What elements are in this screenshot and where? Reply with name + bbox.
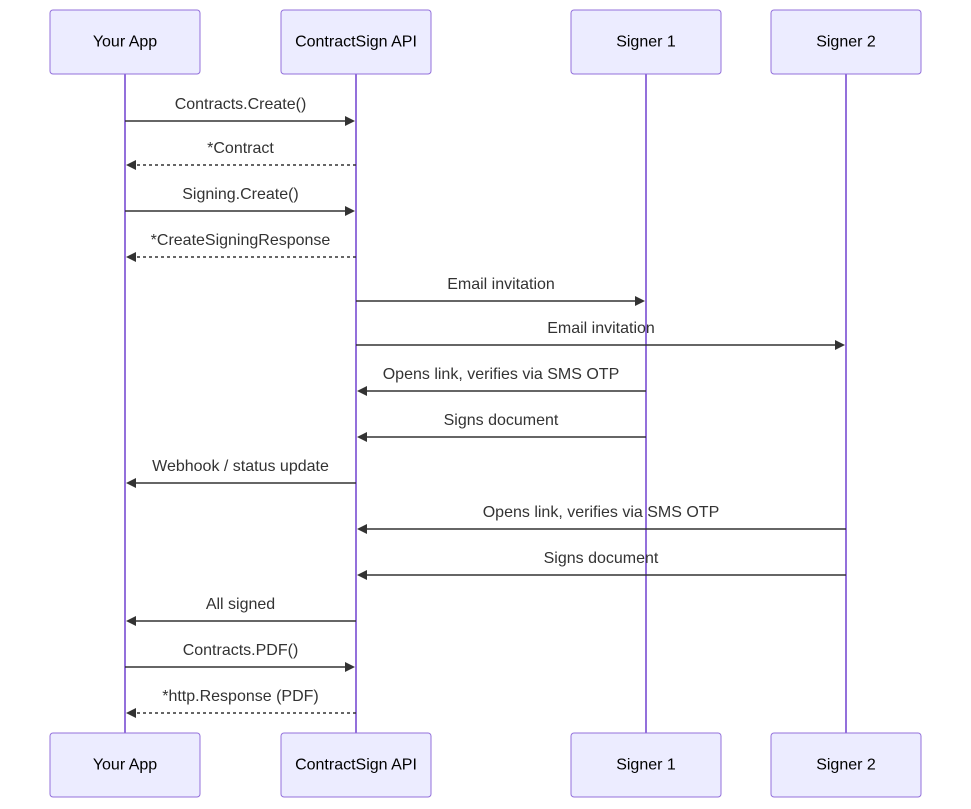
actor-label: Signer 1 [616,757,676,774]
actor-s1-top: Signer 1 [570,9,722,75]
actor-box [49,732,201,798]
actor-app-bottom: Your App [49,732,201,798]
message-label: *http.Response (PDF) [162,688,319,705]
message: *CreateSigningResponse [126,232,356,262]
arrowhead-icon [126,478,136,488]
actors-bottom: Your App ContractSign API Signer 1 Signer 2 [49,732,922,798]
message: Signs document [357,412,646,442]
message-label: Opens link, verifies via SMS OTP [383,366,620,383]
arrowhead-icon [357,432,367,442]
actor-box [770,732,922,798]
message: Contracts.PDF() [125,642,355,672]
message-label: Contracts.PDF() [183,642,299,659]
arrowhead-icon [357,570,367,580]
message-label: Webhook / status update [152,458,329,475]
actor-api-bottom: ContractSign API [280,732,432,798]
actor-s2-bottom: Signer 2 [770,732,922,798]
messages: Contracts.Create() *ContractSigning.Creat… [125,96,846,718]
message-label: Signing.Create() [182,186,299,203]
actor-box [280,732,432,798]
actor-label: Your App [93,34,157,51]
message-label: Opens link, verifies via SMS OTP [483,504,720,521]
message-label: Signs document [444,412,559,429]
message: Webhook / status update [126,458,356,488]
actor-label: ContractSign API [295,757,417,774]
arrowhead-icon [345,206,355,216]
actor-label: Your App [93,757,157,774]
message-label: *CreateSigningResponse [151,232,331,249]
arrowhead-icon [126,616,136,626]
lifelines [124,74,847,733]
arrowhead-icon [126,252,136,262]
actor-s1-bottom: Signer 1 [570,732,722,798]
message-label: Email invitation [447,276,555,293]
arrowhead-icon [357,386,367,396]
message: Contracts.Create() [125,96,355,126]
message: Opens link, verifies via SMS OTP [357,504,846,534]
message-label: All signed [206,596,275,613]
actor-box [570,9,722,75]
arrowhead-icon [835,340,845,350]
message-label: Signs document [544,550,659,567]
actor-app-top: Your App [49,9,201,75]
message: *http.Response (PDF) [126,688,356,718]
arrowhead-icon [345,662,355,672]
message-label: Contracts.Create() [175,96,307,113]
actors-top: Your App ContractSign API Signer 1 Signer 2 [49,9,922,75]
arrowhead-icon [345,116,355,126]
actor-box [770,9,922,75]
message: Email invitation [356,276,645,306]
actor-label: Signer 1 [616,34,676,51]
arrowhead-icon [635,296,645,306]
message: Signs document [357,550,846,580]
message: Opens link, verifies via SMS OTP [357,366,646,396]
actor-box [570,732,722,798]
arrowhead-icon [126,160,136,170]
actor-label: Signer 2 [816,757,876,774]
message-label: *Contract [207,140,274,157]
actor-api-top: ContractSign API [280,9,432,75]
message: *Contract [126,140,356,170]
message: All signed [126,596,356,626]
actor-label: Signer 2 [816,34,876,51]
arrowhead-icon [126,708,136,718]
arrowhead-icon [357,524,367,534]
actor-s2-top: Signer 2 [770,9,922,75]
actor-label: ContractSign API [295,34,417,51]
message-label: Email invitation [547,320,655,337]
actor-box [280,9,432,75]
message: Signing.Create() [125,186,355,216]
actor-box [49,9,201,75]
message: Email invitation [356,320,845,350]
